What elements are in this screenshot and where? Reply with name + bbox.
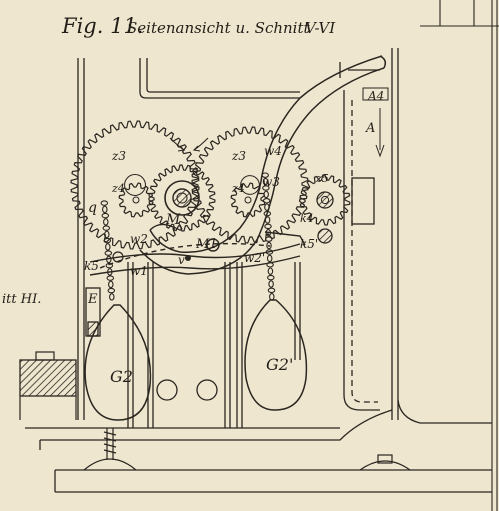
- label-e: E: [87, 292, 98, 307]
- weight-g2: [84, 304, 152, 421]
- gear-z4-right: [230, 182, 266, 218]
- gear-z3-left: [70, 120, 200, 250]
- chains: [100, 172, 276, 301]
- gear-z4-left: [118, 182, 154, 218]
- label-a4: A4: [367, 89, 384, 103]
- label-a: A: [365, 121, 375, 136]
- base-frame: [25, 399, 492, 493]
- weights: [84, 299, 308, 421]
- label-k5: k5: [84, 259, 99, 273]
- label-k4: k4: [300, 212, 314, 225]
- hatched-block: [19, 351, 77, 420]
- motion-arrows: [169, 137, 209, 152]
- gear-z3-right: [191, 126, 309, 244]
- gear-z4-right-axle: [244, 196, 252, 204]
- label-m1: M1: [195, 237, 218, 252]
- chain-left: [100, 200, 116, 301]
- gear-z3-right-axle: [240, 175, 260, 195]
- left-frame: [77, 58, 301, 428]
- label-v: v: [178, 253, 185, 267]
- label-w4: w4: [264, 144, 282, 158]
- box-e: [85, 287, 101, 337]
- gear-z3-left-axle: [124, 174, 146, 196]
- label-z4-left: z4: [111, 182, 125, 195]
- figure-title: Fig. 11.: [61, 14, 143, 38]
- gear-z4-left-axle: [132, 196, 140, 204]
- gear-central: [148, 164, 216, 232]
- lever-arm: [139, 55, 387, 275]
- label-w3: w3: [262, 175, 280, 189]
- label-q: q: [88, 200, 97, 216]
- label-z3-right: z3: [231, 149, 246, 163]
- part-labels: z3 z3 z4 z4 z5 w4 w3 w2 w1 w2' M M1 v q …: [84, 89, 384, 386]
- weight-g2-prime: [244, 299, 308, 411]
- main-hub: [112, 180, 334, 263]
- figure-subtitle: Seitenansicht u. Schnitt: [127, 19, 310, 37]
- label-w1: w1: [130, 264, 148, 278]
- upper-frame: [139, 48, 399, 420]
- slider-block: [351, 177, 375, 225]
- label-z5: z5: [315, 172, 329, 185]
- figure-section: V-VI: [305, 19, 336, 37]
- side-note: itt HI.: [2, 292, 41, 307]
- pulley-holes: [156, 379, 218, 401]
- label-w2-prime: w2': [244, 251, 265, 265]
- label-g2-prime: G2': [266, 355, 293, 374]
- leveling-feet: [83, 428, 411, 471]
- gear-train: [70, 120, 351, 250]
- label-w2: w2: [130, 232, 148, 246]
- frame-lines: [420, 0, 499, 511]
- label-m: M: [165, 212, 181, 228]
- chain-right: [261, 172, 276, 301]
- label-g2: G2: [110, 367, 133, 386]
- label-k5-prime: k5': [300, 237, 318, 251]
- label-z3-left: z3: [111, 149, 126, 163]
- label-z4-right: z4: [231, 182, 245, 195]
- gear-z5: [299, 174, 351, 226]
